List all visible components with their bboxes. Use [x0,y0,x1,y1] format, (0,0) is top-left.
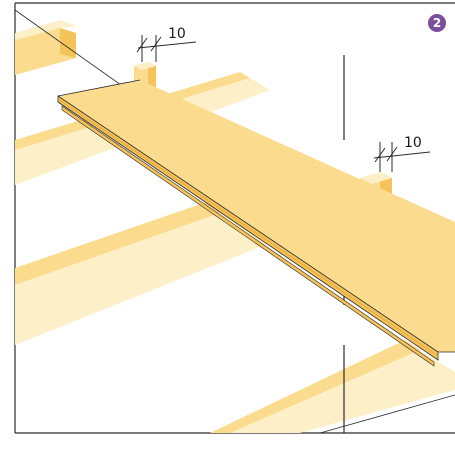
floor-board-top [58,80,455,352]
dimension-label-right: 10 [404,135,422,151]
dimension-label-left: 10 [168,26,186,42]
dimension-callout-left [136,35,197,62]
floor-joists [14,9,455,434]
dimension-callout-right [373,142,431,172]
step-badge: 2 [428,14,446,32]
joist-3 [230,350,455,433]
step-number: 2 [433,16,441,30]
floor-board [57,79,455,367]
